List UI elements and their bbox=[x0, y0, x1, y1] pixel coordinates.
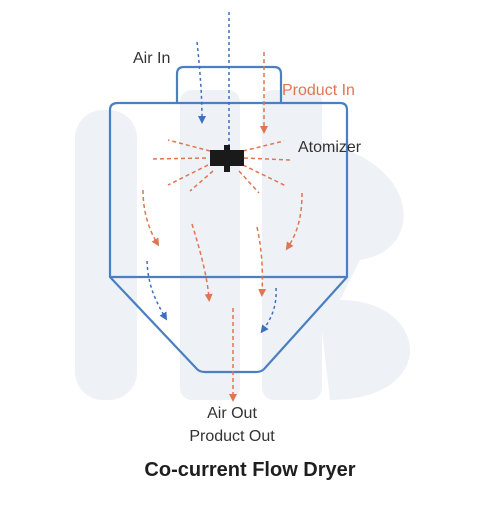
air-in-arrow bbox=[196, 41, 206, 124]
watermark-logo bbox=[75, 90, 410, 400]
spray-line-3 bbox=[167, 164, 209, 186]
drying-chamber bbox=[108, 101, 349, 374]
spray-line-4 bbox=[189, 170, 214, 192]
spray-line-6 bbox=[243, 157, 291, 161]
product-flow-arrow-4 bbox=[256, 226, 267, 297]
label-atomizer: Atomizer bbox=[298, 139, 362, 156]
atomizer-nozzle bbox=[210, 145, 244, 172]
air-flow-arrow-left bbox=[146, 260, 168, 321]
watermark-pillar-left bbox=[75, 110, 137, 400]
watermark-pillar-center bbox=[180, 90, 240, 400]
watermark-curve bbox=[300, 140, 410, 400]
spray-line-2 bbox=[149, 157, 207, 160]
label-air-out: Air Out bbox=[207, 405, 257, 422]
diagram-title: Co-current Flow Dryer bbox=[144, 459, 355, 481]
product-flow-arrow-2 bbox=[285, 192, 303, 251]
spray-line-7 bbox=[242, 164, 287, 187]
product-flow-lines bbox=[142, 52, 303, 402]
label-air-in: Air In bbox=[133, 50, 170, 67]
atomizer-bottom-stub bbox=[224, 165, 230, 172]
product-flow-arrow-1 bbox=[142, 189, 160, 247]
spray-line-5 bbox=[242, 140, 285, 152]
atomizer-top-stub bbox=[224, 145, 230, 151]
label-product-out: Product Out bbox=[189, 428, 275, 445]
label-product-in: Product In bbox=[282, 82, 355, 99]
atomizer-body bbox=[210, 150, 244, 166]
air-flow-lines bbox=[146, 12, 277, 334]
spray-line-1 bbox=[167, 139, 211, 152]
spray-line-8 bbox=[238, 170, 260, 194]
product-flow-arrow-3 bbox=[191, 223, 213, 302]
